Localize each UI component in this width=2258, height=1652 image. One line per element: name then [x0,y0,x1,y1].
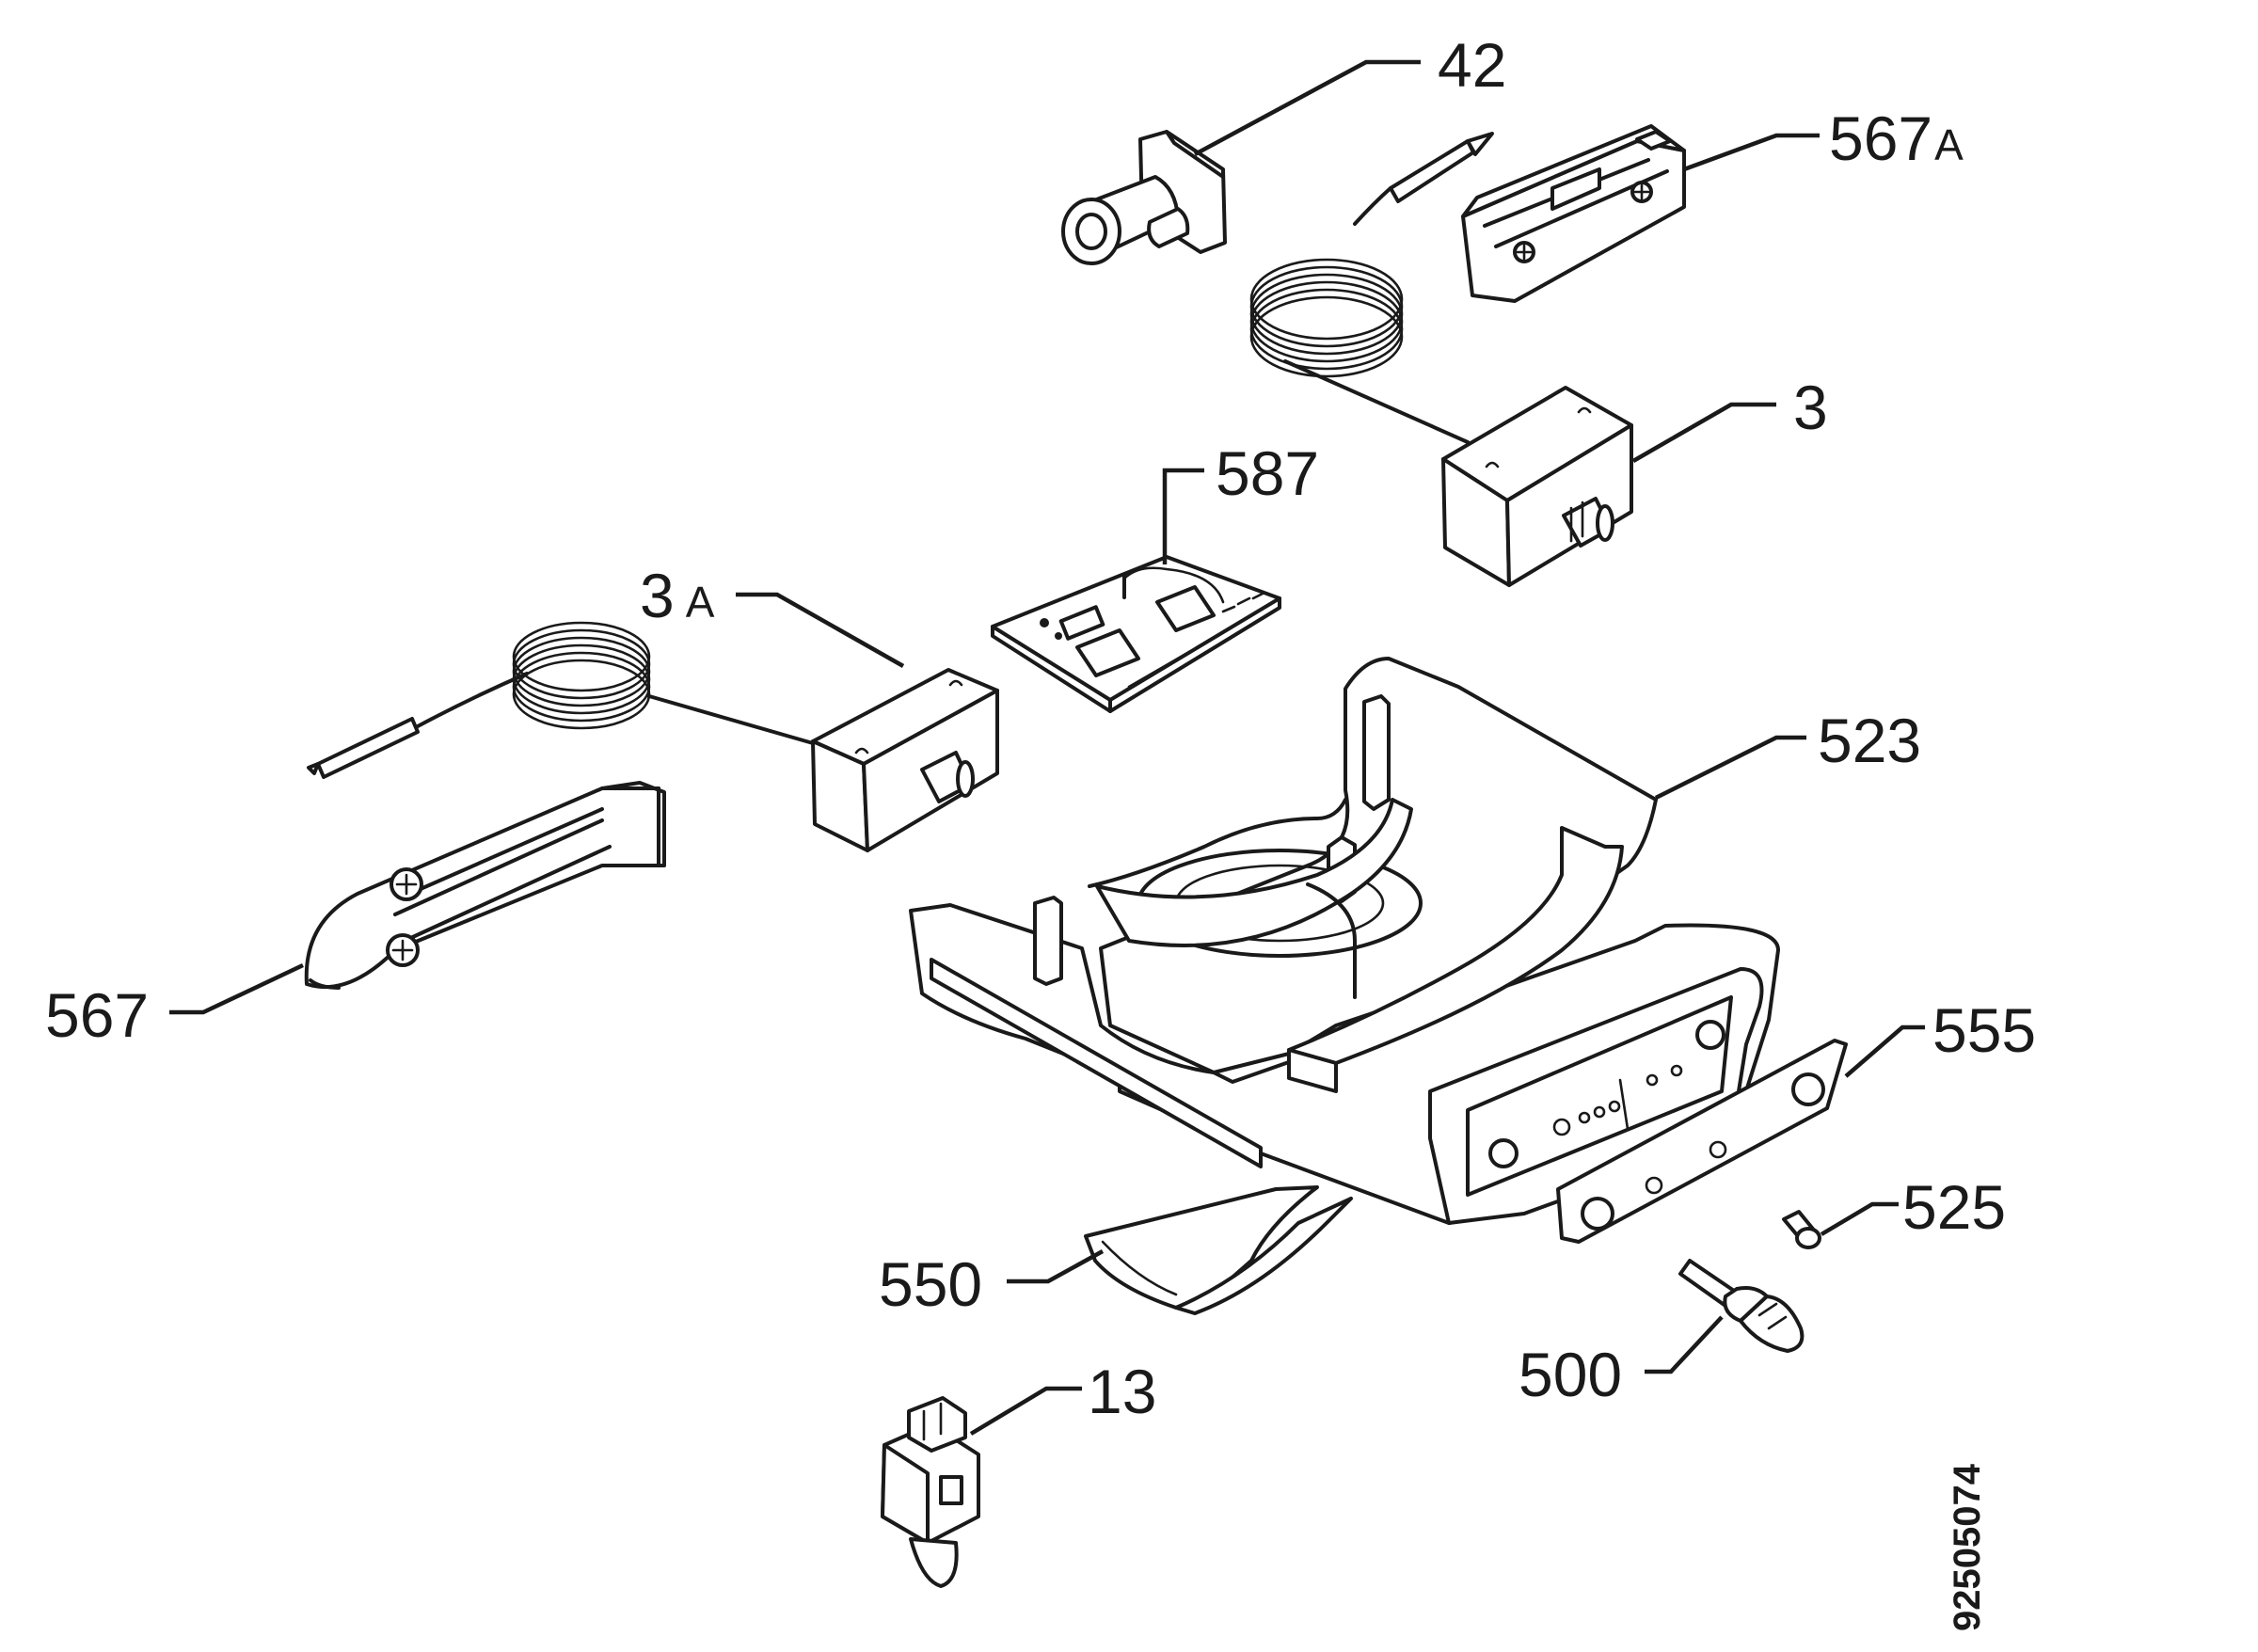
part-567-clip-arm [304,781,666,990]
label-13: 13 [1088,1357,1156,1426]
part-550-cover [1084,1185,1353,1315]
leader-13 [969,1386,1082,1436]
part-567a-bracket [1461,124,1686,303]
part-3a-thermostat [307,621,999,852]
leader-500 [1645,1315,1724,1374]
label-555: 555 [1932,995,2036,1065]
leader-523 [1654,735,1806,801]
part-500-bulb [1678,1259,1805,1353]
part-587-circuit-board [991,555,1281,713]
drawing-reference-number: 92505074 [1947,1463,1988,1631]
label-587: 587 [1216,438,1319,508]
label-523: 523 [1818,706,1921,775]
leader-555 [1844,1025,1925,1078]
leader-525 [1820,1201,1899,1236]
label-500: 500 [1519,1340,1622,1409]
part-555-front-plate [1556,1039,1848,1244]
label-3a-suffix: A [686,578,715,627]
part-523-housing [909,657,1780,1225]
label-567a: 567A [1829,103,1964,173]
part-42-lamp-socket [1061,130,1227,265]
leader-3a [736,592,905,668]
leader-567a [1683,133,1820,172]
label-3a-number: 3 [640,561,675,630]
leader-3 [1631,402,1776,463]
part-13-switch [881,1396,980,1588]
leader-567 [169,962,304,1015]
label-567: 567 [45,980,149,1050]
part-525-knob [1782,1210,1821,1249]
leader-587 [1162,468,1204,564]
capillary-coil-3a [512,621,651,730]
leader-550 [1007,1249,1105,1284]
part-3-thermostat [1249,132,1633,587]
label-550: 550 [879,1249,982,1319]
leader-42 [1193,59,1421,156]
label-567a-suffix: A [1934,120,1964,169]
label-525: 525 [1902,1172,2006,1242]
label-3: 3 [1793,373,1828,442]
label-567a-number: 567 [1829,103,1932,173]
label-42: 42 [1438,30,1506,100]
capillary-coil-3 [1249,258,1404,378]
